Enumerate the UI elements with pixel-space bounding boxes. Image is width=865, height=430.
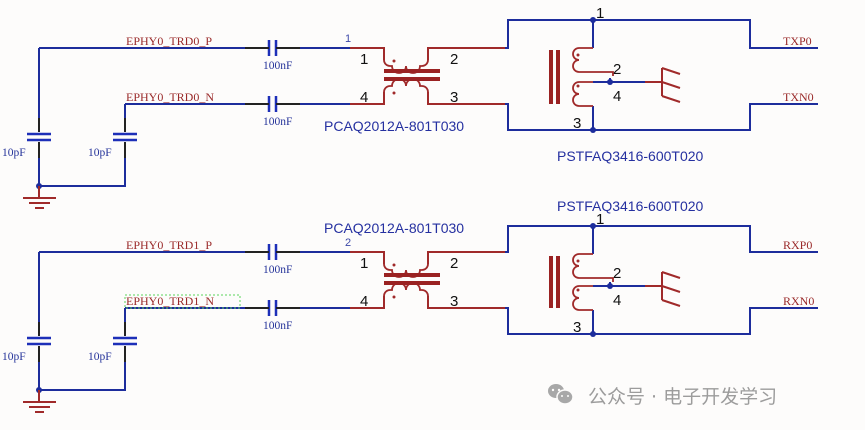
- shunt-cap-p-value: 10pF: [2, 351, 26, 363]
- ground-bus: [39, 362, 126, 391]
- cmc-part-label: PCAQ2012A-801T030: [324, 220, 464, 236]
- cmc-pin: 2: [450, 51, 458, 68]
- xfmr-bottom-wire: [505, 307, 818, 335]
- ground-bus: [39, 158, 126, 187]
- xfmr-part-label: PSTFAQ3416-600T020: [557, 198, 704, 214]
- junction-dot: [590, 17, 596, 23]
- series-cap-n-value: 100nF: [263, 320, 292, 332]
- out-label-p: TXP0: [783, 34, 812, 48]
- cmc-winding-bottom: [383, 78, 429, 93]
- cmc-lead: [350, 47, 385, 60]
- cmc-lead: [350, 92, 385, 105]
- cmc-lead: [427, 296, 505, 309]
- cmc-pin: 2: [450, 255, 458, 272]
- net-label-n: EPHY0_TRD1_N: [126, 294, 214, 308]
- chassis-ground-icon: [661, 299, 681, 307]
- cmc-lead: [427, 92, 505, 105]
- cmc-pin: 1: [360, 51, 368, 68]
- xfmr-pin: 1: [596, 211, 604, 228]
- cmc-winding-top: [383, 59, 429, 74]
- xfmr-pin: 1: [596, 5, 604, 22]
- junction-dot: [590, 331, 596, 337]
- out-label-n: RXN0: [783, 294, 814, 308]
- net-label-p: EPHY0_TRD1_P: [126, 238, 212, 252]
- chassis-ground-icon: [661, 81, 681, 89]
- polarity-dot: [392, 59, 396, 63]
- cmc-lead: [427, 47, 505, 60]
- polarity-dot: [576, 288, 580, 292]
- xfmr-top-wire: [505, 19, 818, 49]
- net-label-p: EPHY0_TRD0_P: [126, 34, 212, 48]
- cmc-pin: 3: [450, 89, 458, 106]
- chassis-ground-icon: [661, 271, 681, 279]
- polarity-dot: [576, 84, 580, 88]
- cmc-lead: [427, 251, 505, 264]
- cmc-winding-top: [383, 263, 429, 278]
- channel-0: 10pF 10pF EPHY0_TRD0_P EPHY0_TRD0_N 100nF 100…: [2, 5, 818, 209]
- junction-dot: [590, 223, 596, 229]
- polarity-dot: [576, 53, 580, 57]
- cmc-part-label: PCAQ2012A-801T030: [324, 118, 464, 134]
- chassis-ground-icon: [661, 95, 681, 103]
- cmc-pin: 3: [450, 293, 458, 310]
- watermark-text: 公众号 · 电子开发学习: [588, 386, 777, 408]
- junction-dot: [607, 283, 613, 289]
- junction-dot: [607, 79, 613, 85]
- xfmr-pin: 2: [613, 265, 621, 282]
- shunt-cap-n-value: 10pF: [88, 147, 112, 159]
- shunt-cap-n-value: 10pF: [88, 351, 112, 363]
- xfmr-pin: 2: [613, 61, 621, 78]
- xfmr-pin: 4: [613, 88, 621, 105]
- xfmr-winding-bottom: [572, 285, 613, 311]
- shunt-cap-p-value: 10pF: [2, 147, 26, 159]
- xfmr-pin: 3: [573, 115, 581, 132]
- junction-dot: [590, 127, 596, 133]
- polarity-dot: [392, 295, 396, 299]
- xfmr-bottom-wire: [505, 103, 818, 131]
- series-cap-p-value: 100nF: [263, 264, 292, 276]
- channel-1: 10pF 10pF EPHY0_TRD1_P EPHY0_TRD1_N 100nF 100…: [2, 198, 818, 413]
- series-cap-p-value: 100nF: [263, 60, 292, 72]
- xfmr-pin: 3: [573, 319, 581, 336]
- xfmr-winding-bottom: [572, 81, 613, 107]
- xfmr-winding-top: [572, 253, 614, 282]
- xfmr-winding-top: [572, 47, 614, 76]
- net-label-n: EPHY0_TRD0_N: [126, 90, 214, 104]
- polarity-dot: [392, 91, 396, 95]
- polarity-dot: [392, 263, 396, 267]
- cmc-lead: [350, 251, 385, 264]
- cmc-winding-bottom: [383, 282, 429, 297]
- line-index: 1: [345, 33, 351, 45]
- polarity-dot: [576, 259, 580, 263]
- chassis-ground-icon: [661, 285, 681, 293]
- cmc-pin: 4: [360, 89, 368, 106]
- cmc-pin: 4: [360, 293, 368, 310]
- chassis-ground-icon: [661, 67, 681, 75]
- xfmr-part-label: PSTFAQ3416-600T020: [557, 148, 704, 164]
- wechat-icon: [548, 384, 574, 405]
- out-label-n: TXN0: [783, 90, 814, 104]
- out-label-p: RXP0: [783, 238, 812, 252]
- xfmr-top-wire: [505, 225, 818, 253]
- line-index: 2: [345, 237, 351, 249]
- watermark: 公众号 · 电子开发学习: [548, 384, 777, 408]
- xfmr-pin: 4: [613, 292, 621, 309]
- selection-box: [124, 294, 241, 309]
- series-cap-n-value: 100nF: [263, 116, 292, 128]
- cmc-lead: [350, 296, 385, 309]
- cmc-pin: 1: [360, 255, 368, 272]
